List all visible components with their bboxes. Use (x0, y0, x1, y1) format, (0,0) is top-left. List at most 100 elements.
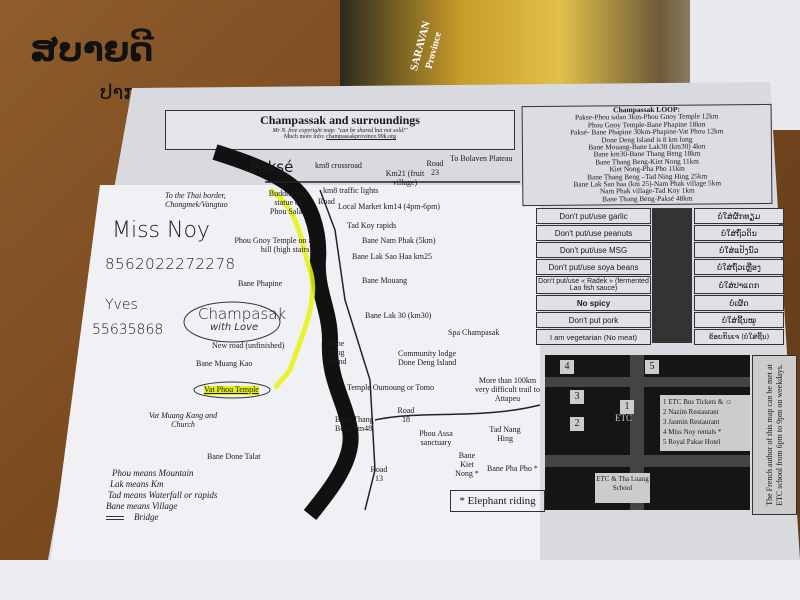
marker-2: 2 (570, 417, 584, 431)
label-road23: Road 23 (426, 159, 444, 177)
label-tad-koy: Tad Koy rapids (347, 221, 397, 230)
label-km8-lights: km8 traffic lights (323, 186, 379, 195)
food-en: Don't put pork (536, 312, 651, 328)
food-lao: ຂ້ອຍກິນເຈ (ບໍ່ໃສ່ຊີ້ນ) (694, 329, 784, 345)
label-lak30: Bane Lak 30 (km30) (365, 311, 432, 320)
label-tad-nang: Tad Nang Hing (489, 425, 521, 443)
food-divider (652, 208, 692, 343)
label-phou-assa: Phou Assa sanctuary (419, 429, 453, 447)
label-road13: Road 13 (370, 465, 388, 483)
handwritten-phone-1: 8562022272278 (105, 255, 236, 273)
key-item: 3 Jasmin Restaurant (663, 418, 720, 426)
circled-title: Champasak (198, 305, 287, 323)
map-title-box: Champassak and surroundings Mr N. free c… (165, 110, 515, 150)
city-map-key: 1 ETC Bus Tickets & ☺ 2 Nazim Restaurant… (660, 395, 750, 451)
label-new-road: New road (unfinished) (212, 341, 285, 350)
food-lao: ບໍ່ໃສ່ຖົ່ວເຫຼືອງ (694, 259, 784, 275)
label-km21: Km21 (fruit village) (385, 169, 425, 187)
food-en: Don't put/use peanuts (536, 225, 651, 241)
label-nam-phak: Bane Nam Phak (5km) (362, 236, 436, 245)
elephant-riding-note: * Elephant riding (450, 490, 545, 512)
label-buddha: Buddha and statue of Phou Salao (268, 189, 308, 216)
food-lao: ບໍ່ໃສ່ຊີ້ນໝູ (694, 312, 784, 328)
label-spa: Spa Champasak (448, 328, 500, 337)
food-row: Don't put/use « Radek » (fermented Lao f… (536, 276, 784, 294)
label-done-deng: Done Deng Island (327, 339, 347, 366)
handwritten-phone-2: 55635868 (92, 322, 164, 338)
label-thang-beng: Bane Thang Beng km48 (335, 415, 374, 433)
key-item: 2 Nazim Restaurant (663, 408, 719, 416)
road-13 (319, 189, 376, 511)
label-phapine: Bane Phapine (238, 279, 283, 288)
legend-item: Phou means Mountain (112, 468, 194, 478)
handwritten-name-2: Yves (105, 297, 138, 313)
food-lao: ບໍ່ໃສ່ຜັກທຽມ (694, 208, 784, 224)
label-pakse: Paksé (250, 158, 294, 176)
key-item: 4 Miss Noy rentals * (663, 428, 722, 436)
school-label: ETC & Tha Luang School (595, 473, 650, 503)
label-km8-crossroad: km8 crossroad (315, 161, 362, 170)
food-row: Don't put/use MSG ບໍ່ໃສ່ແປ້ງນົວ (536, 242, 784, 258)
legend-item: Lak means Km (110, 479, 164, 489)
greeting-title: ສບາຍດີ (30, 30, 154, 70)
highlighted-route (268, 187, 316, 390)
food-en: I am vegetarian (No meat) (536, 329, 651, 345)
street (545, 455, 750, 467)
food-en: Don't put/use garlic (536, 208, 651, 224)
author-note-box: The French author of this map can be met… (752, 355, 797, 515)
food-en: Don't put/use soya beans (536, 259, 651, 275)
label-local-market: Local Market km14 (4pm-6pm) (338, 202, 440, 211)
label-phou-gnoy: Phou Gnoy Temple on a hill (high stairs) (234, 236, 312, 254)
label-road: Road (318, 197, 335, 206)
label-muang-kao: Bane Muang Kao (196, 359, 253, 368)
food-row: I am vegetarian (No meat) ຂ້ອຍກິນເຈ (ບໍ່ໃ… (536, 329, 784, 345)
bridge-symbol-icon (106, 516, 124, 520)
label-oumoung: Temple Oumoung or Tomo (347, 383, 434, 392)
key-item: 1 ETC Bus Tickets & ☺ (663, 398, 733, 406)
marker-3: 3 (570, 390, 584, 404)
road-18 (374, 404, 541, 421)
food-row: Don't put/use soya beans ບໍ່ໃສ່ຖົ່ວເຫຼືອງ (536, 259, 784, 275)
label-lak-sao-haa: Bane Lak Sao Haa km25 (352, 252, 432, 261)
label-attapeu: More than 100km very difficult trail to … (475, 376, 540, 403)
info-link[interactable]: champassakprovince.99k.org (326, 134, 397, 140)
food-row: Don't put/use peanuts ບໍ່ໃສ່ຖົ່ວດິນ (536, 225, 784, 241)
food-lao: ບໍ່ໃສ່ຖົ່ວດິນ (694, 225, 784, 241)
food-lao: ບໍ່ເຜັດ (694, 295, 784, 311)
food-en: Don't put/use « Radek » (fermented Lao f… (536, 276, 651, 294)
circled-text (183, 301, 281, 343)
label-thai-border: To the Thai border, Chongmek/Vangtao (165, 191, 228, 209)
paper-below (0, 560, 800, 600)
food-lao: ບໍ່ໃສ່ປາແດກ (694, 276, 784, 294)
marker-4: 4 (560, 360, 574, 374)
background-province-map: SARAVAN Province (340, 0, 740, 88)
label-done-talat: Bane Done Talat (207, 452, 261, 461)
map-title: Champassak and surroundings (260, 113, 420, 127)
label-community: Community lodge Done Deng Island (398, 349, 457, 367)
handwritten-name-1: Miss Noy (112, 218, 210, 243)
etc-label: ETC (615, 413, 632, 423)
map-legend: Phou means Mountain Lak means Km Tad mea… (106, 468, 217, 523)
label-kiet-nong: Bane Kiet Nong * (455, 451, 479, 478)
food-en: No spicy (536, 295, 651, 311)
circled-vat-phou (193, 381, 271, 399)
food-lao: ບໍ່ໃສ່ແປ້ງນົວ (694, 242, 784, 258)
info-prefix: Much more info: (283, 134, 327, 140)
food-phrases-table: Don't put/use garlic ບໍ່ໃສ່ຜັກທຽມ Don't p… (536, 208, 786, 345)
label-bolaven: To Bolaven Plateau (450, 154, 513, 163)
food-row: No spicy ບໍ່ເຜັດ (536, 295, 784, 311)
street (630, 355, 644, 510)
food-row: Don't put/use garlic ບໍ່ໃສ່ຜັກທຽມ (536, 208, 784, 224)
food-en: Don't put/use MSG (536, 242, 651, 258)
food-row: Don't put pork ບໍ່ໃສ່ຊີ້ນໝູ (536, 312, 784, 328)
label-muang-kang: Vat Muang Kang and Church (148, 411, 218, 429)
label-mouang: Bane Mouang (362, 276, 408, 285)
legend-item: Bane means Village (106, 501, 178, 511)
circled-subtitle: with Love (210, 322, 259, 333)
label-road18: Road 18 (397, 406, 415, 424)
copyright-note: Mr N. free copyright map: "can be shared… (272, 128, 408, 134)
label-pha-pho: Bane Pha Pho * (487, 464, 538, 473)
street (545, 377, 750, 387)
